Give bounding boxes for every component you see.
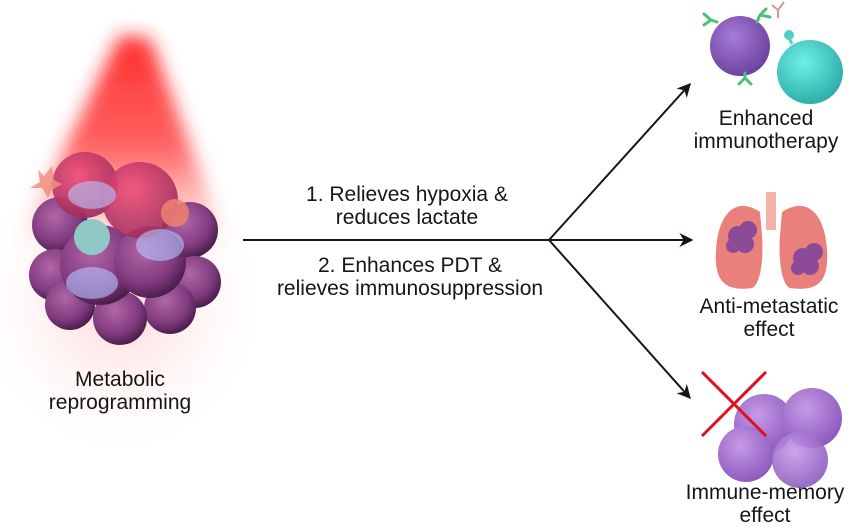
purple-cell [710,16,770,76]
teal-cell [74,219,110,255]
step2-line2: relieves immunosuppression [276,277,544,300]
arrow-up [548,82,691,241]
crossed-tumor-icon [700,370,842,488]
tumor-cluster-icon [29,152,221,345]
laser-irradiated-tumor-icon [0,35,260,450]
immune-cells-icon [702,1,843,104]
step1-text: 1. Relieves hypoxia & reduces lactate [262,183,552,229]
left-label: Metabolic reprogramming [40,368,200,414]
outcome1-line1: Enhanced [718,107,814,130]
outcome3-line1: Immune-memory [685,481,845,504]
process-arrows [243,82,694,400]
step2-line1: 2. Enhances PDT & [317,254,503,277]
outcome3-line2: effect [739,504,791,527]
step2-text: 2. Enhances PDT & relieves immunosuppres… [255,254,565,300]
arrow-down [548,239,691,400]
outcome2-line2: effect [743,318,795,341]
outcome1-line2: immunotherapy [693,130,839,153]
left-label-line1: Metabolic [75,368,165,391]
outcome-label-immunotherapy: Enhanced immunotherapy [676,107,856,153]
cross-icon [700,370,768,438]
step1-line2: reduces lactate [335,206,479,229]
teal-cell [777,40,843,104]
lungs-icon [715,192,828,289]
metastasis-nodules [726,221,823,275]
outcome2-line1: Anti-metastatic [699,295,839,318]
antibody-icon [771,1,785,18]
left-label-line2: reprogramming [48,391,192,414]
step1-line1: 1. Relieves hypoxia & [306,183,508,206]
outcome-label-immune-memory: Immune-memory effect [670,481,860,527]
antibody-receptors [702,7,772,86]
outcome-label-anti-metastatic: Anti-metastatic effect [684,295,854,341]
